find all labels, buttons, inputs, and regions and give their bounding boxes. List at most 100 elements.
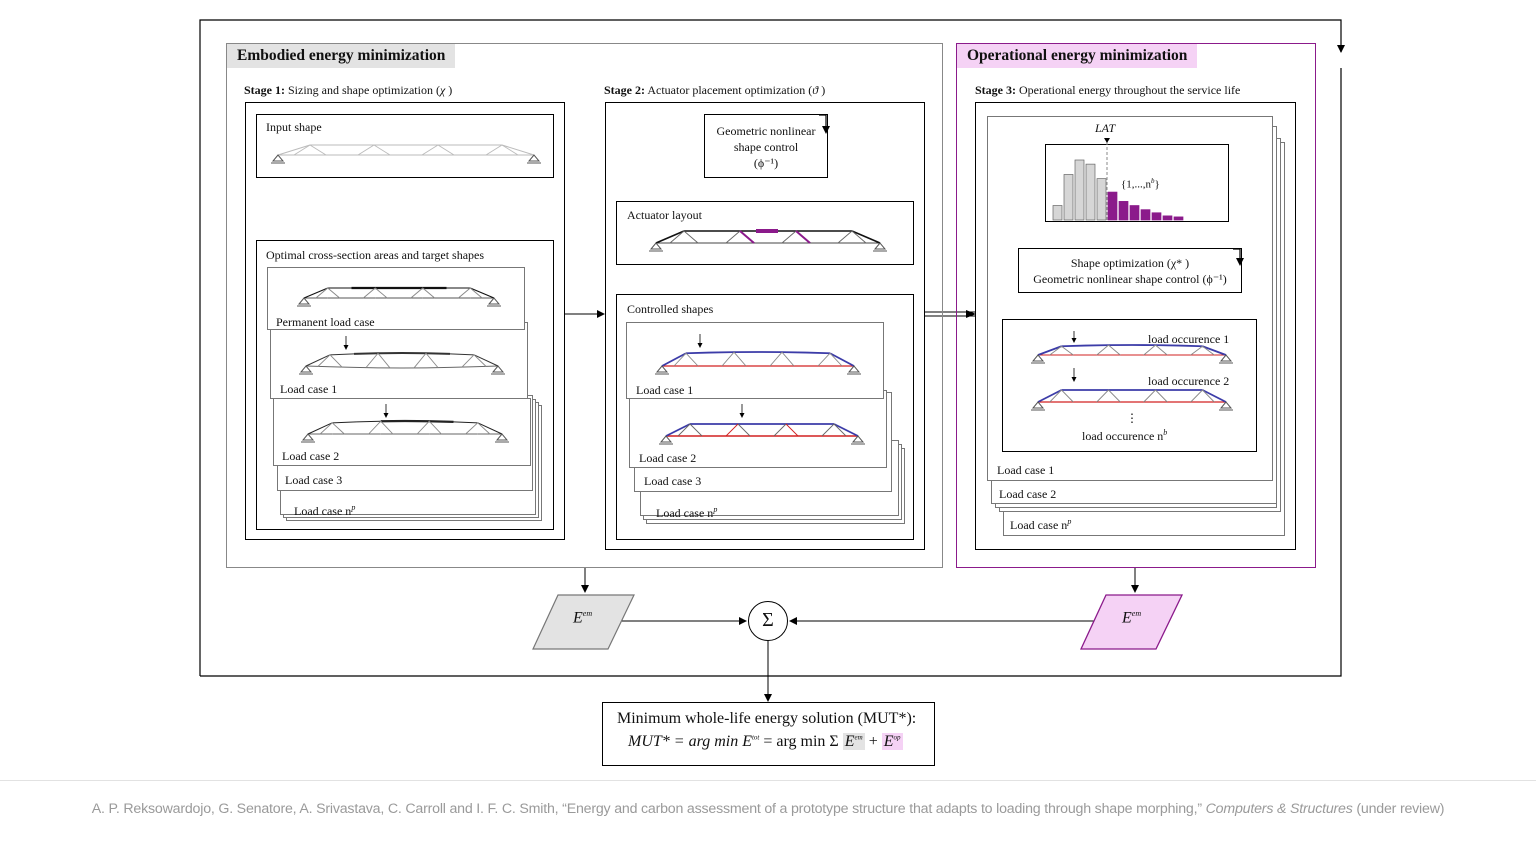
support-icon (847, 365, 861, 375)
occurrence-box (1002, 319, 1257, 452)
histogram-bar (1052, 205, 1063, 221)
truss-member (317, 354, 331, 367)
truss-member (725, 423, 739, 437)
footer-divider (0, 780, 1536, 781)
truss-member (501, 144, 519, 156)
truss-member (1202, 345, 1215, 356)
support-icon (1031, 401, 1045, 411)
truss-member (1143, 389, 1156, 403)
actuator-mark (756, 229, 778, 233)
permanent-label: Permanent load case (276, 315, 375, 329)
s1-lc2-truss (301, 404, 509, 443)
truss-member (422, 287, 435, 299)
support-icon (491, 365, 505, 375)
truss-member (739, 230, 755, 244)
histogram-bar (1140, 209, 1151, 221)
truss-member (725, 230, 741, 244)
truss-member (277, 144, 311, 156)
truss-member (469, 287, 483, 299)
shape-opt-box (1018, 248, 1242, 293)
s3-lcnp-label: Load case np (1010, 517, 1072, 532)
truss-member (669, 230, 685, 244)
truss-member (1190, 345, 1203, 356)
load-arrow-head (1071, 377, 1077, 382)
controlled-shapes-label: Controlled shapes (627, 302, 714, 316)
support-icon (487, 297, 501, 307)
occ-dots: ⋮ (1126, 411, 1138, 425)
s2-lc2-label: Load case 2 (639, 451, 697, 465)
truss-member (458, 287, 471, 299)
s3-lc1-label: Load case 1 (997, 463, 1055, 477)
e-em-label: Eem (573, 609, 593, 627)
truss-member (829, 352, 855, 367)
truss-member (733, 351, 747, 367)
truss-member (416, 420, 430, 435)
truss-member (477, 422, 503, 435)
operational-title: Operational energy minimization (957, 44, 1198, 68)
truss-member (353, 352, 379, 355)
result-line1: Minimum whole-life energy solution (MUT*… (617, 710, 917, 727)
truss-member (1108, 344, 1121, 356)
truss-member (309, 144, 327, 156)
truss-member (425, 352, 439, 368)
support-icon (873, 242, 887, 252)
truss-member (821, 423, 835, 437)
truss-member (829, 352, 843, 367)
truss-member (365, 352, 379, 368)
support-icon (301, 433, 315, 443)
truss-member (1143, 344, 1156, 356)
truss-member (305, 354, 331, 367)
s1-lc1-label: Load case 1 (280, 382, 338, 396)
load-arrow-head (697, 343, 703, 348)
lat-marker (1104, 138, 1110, 143)
s3-lc2-label: Load case 2 (999, 487, 1057, 501)
outer-loop-frame (199, 19, 1345, 676)
optimal-label: Optimal cross-section areas and target s… (266, 248, 485, 262)
load-arrow-head (383, 413, 389, 418)
truss-member (329, 354, 343, 368)
truss-member (655, 230, 685, 244)
truss-member (429, 420, 454, 423)
truss-member (1178, 344, 1203, 348)
truss-member (1202, 389, 1227, 403)
truss-member (1061, 345, 1074, 356)
truss-member (319, 422, 333, 435)
truss-member (683, 230, 699, 244)
truss-member (817, 352, 831, 367)
truss-member (377, 352, 391, 369)
truss-member (453, 421, 478, 424)
occ1-label: load occurence 1 (1148, 332, 1230, 346)
e-op-parallelogram (1080, 594, 1184, 650)
support-icon (271, 154, 285, 164)
s2-lc1-truss (655, 334, 861, 375)
histogram-bar (1085, 163, 1096, 221)
support-icon (1219, 354, 1233, 364)
stage2-label: Stage 2: Actuator placement optimization… (604, 83, 826, 97)
truss-member (837, 230, 853, 244)
truss-member (833, 423, 859, 437)
truss-member (327, 287, 340, 299)
truss-member (501, 144, 535, 156)
s1-lc1-truss (299, 336, 505, 375)
truss-member (677, 423, 691, 437)
truss-member (1061, 389, 1074, 403)
truss-member (374, 287, 388, 299)
truss-member (307, 422, 333, 435)
support-icon (649, 242, 663, 252)
occ2-truss (1031, 368, 1233, 411)
input-shape-label: Input shape (266, 120, 322, 134)
truss-member (1096, 389, 1109, 403)
truss-member (1096, 344, 1109, 356)
truss-member (473, 365, 499, 368)
truss-member (785, 423, 799, 437)
support-icon (655, 365, 669, 375)
truss-member (410, 287, 424, 299)
truss-member (305, 365, 331, 368)
truss-member (661, 352, 687, 367)
truss-member (425, 352, 451, 355)
citation: A. P. Reksowardojo, G. Senatore, A. Sriv… (91, 801, 1445, 817)
actuator-layout-label: Actuator layout (627, 208, 702, 222)
s2-lc1-label: Load case 1 (636, 383, 694, 397)
truss-member (851, 230, 881, 244)
support-icon (297, 297, 311, 307)
